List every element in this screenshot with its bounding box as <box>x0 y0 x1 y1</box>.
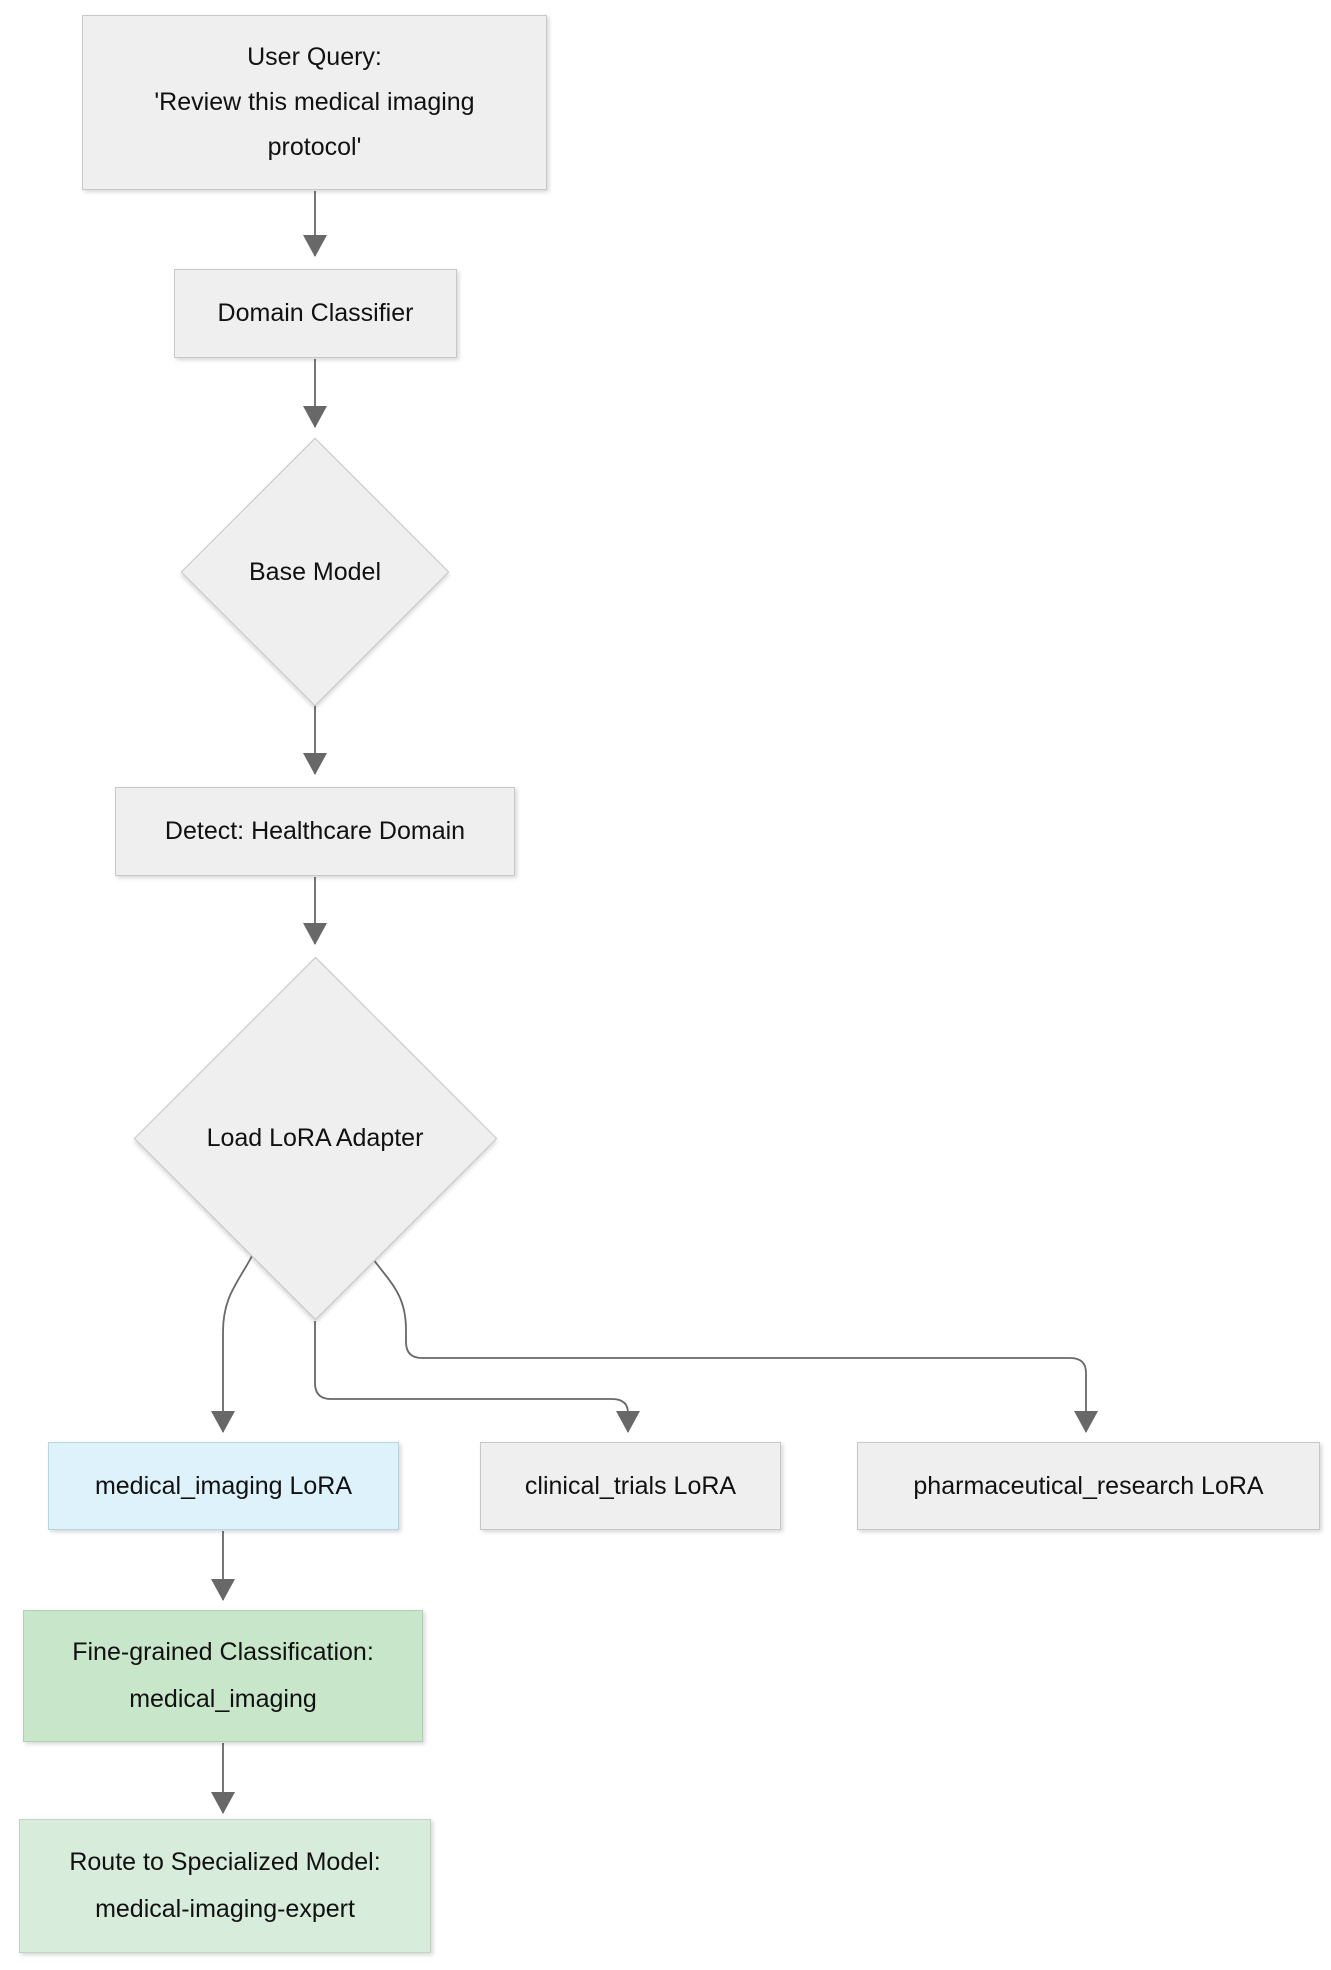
node-fine-grained-classification: Fine-grained Classification: medical_ima… <box>23 1610 423 1742</box>
node-domain-classifier-label: Domain Classifier <box>217 299 414 327</box>
node-user-query-line2: 'Review this medical imaging <box>154 88 475 116</box>
node-route-line2: medical-imaging-expert <box>95 1895 355 1923</box>
node-detect-healthcare-label: Detect: Healthcare Domain <box>164 817 466 845</box>
node-medical-imaging-lora-label: medical_imaging LoRA <box>94 1471 353 1500</box>
node-clinical-trials-lora-label: clinical_trials LoRA <box>524 1471 737 1500</box>
node-pharmaceutical-research-lora: pharmaceutical_research LoRA <box>857 1442 1320 1530</box>
node-medical-imaging-lora: medical_imaging LoRA <box>48 1442 399 1530</box>
node-user-query-line1: User Query: <box>247 43 382 71</box>
edge-loadlora-medicalimaging <box>211 1255 253 1433</box>
node-user-query: User Query: 'Review this medical imaging… <box>82 15 547 190</box>
node-detect-healthcare: Detect: Healthcare Domain <box>115 787 515 876</box>
node-load-lora-adapter-label: Load LoRA Adapter <box>206 1124 424 1152</box>
edge-loadlora-clinicaltrials <box>314 1321 640 1433</box>
node-base-model: Base Model <box>190 557 440 587</box>
node-domain-classifier: Domain Classifier <box>174 269 457 358</box>
node-user-query-line3: protocol' <box>267 133 362 161</box>
edge-loadlora-pharma <box>372 1258 1098 1433</box>
node-clinical-trials-lora: clinical_trials LoRA <box>480 1442 781 1530</box>
node-fine-grained-line2: medical_imaging <box>129 1685 317 1713</box>
node-pharmaceutical-research-lora-label: pharmaceutical_research LoRA <box>913 1471 1264 1500</box>
node-fine-grained-line1: Fine-grained Classification: <box>72 1638 374 1666</box>
node-route-to-specialized-model: Route to Specialized Model: medical-imag… <box>19 1819 431 1953</box>
node-base-model-label: Base Model <box>248 558 382 586</box>
node-route-line1: Route to Specialized Model: <box>69 1848 381 1876</box>
node-load-lora-adapter: Load LoRA Adapter <box>165 1123 465 1153</box>
